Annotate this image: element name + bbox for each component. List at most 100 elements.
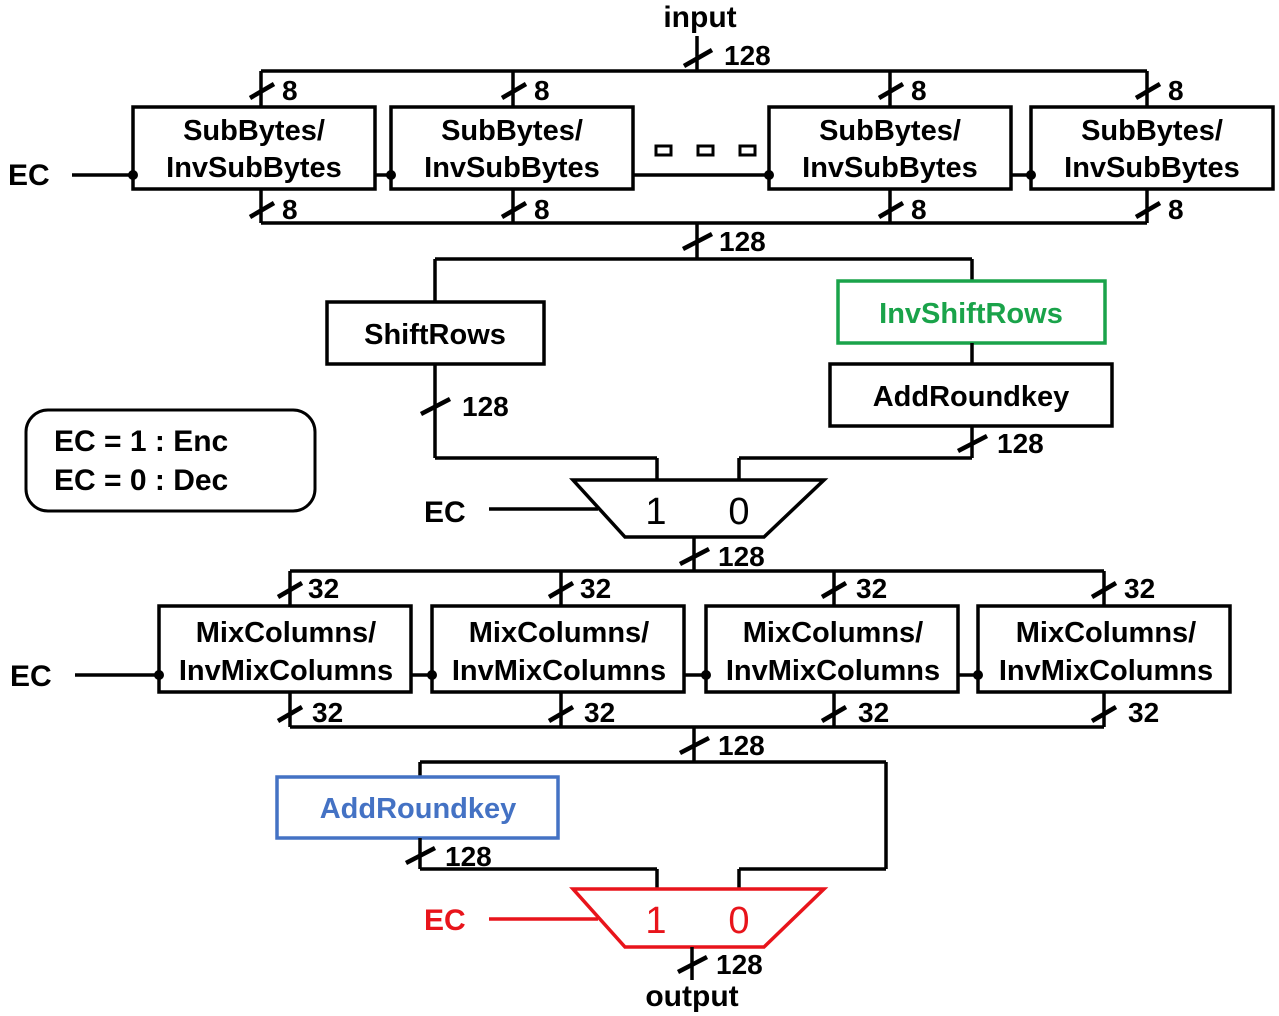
block-label: InvShiftRows <box>879 298 1063 330</box>
ec-label: EC <box>8 159 50 192</box>
bus-width-marker: 8 <box>500 75 550 106</box>
connection-dot <box>764 170 774 180</box>
input-label: input <box>663 1 736 34</box>
block-label: SubBytes/ <box>441 115 583 147</box>
bus-width-marker: 32 <box>1090 697 1159 728</box>
bus-width-marker: 32 <box>276 573 339 604</box>
bus-width-label: 32 <box>580 573 611 604</box>
block-label: MixColumns/ <box>743 617 923 649</box>
bus-width-label: 8 <box>534 75 550 106</box>
connection-dot <box>973 670 983 680</box>
block-label: MixColumns/ <box>1016 617 1196 649</box>
bus-width-marker: 8 <box>248 75 298 106</box>
invshiftrows-block: InvShiftRows <box>836 279 1107 345</box>
block-label: InvSubBytes <box>424 152 600 184</box>
bus-width-label: 32 <box>1124 573 1155 604</box>
mux-input-1: 1 <box>645 900 666 942</box>
bus-width-label: 32 <box>584 697 615 728</box>
bus-width-label: 32 <box>856 573 887 604</box>
bus-tick <box>678 547 711 566</box>
bus-width-label: 32 <box>312 697 343 728</box>
bus-width-marker: 8 <box>877 75 927 106</box>
mixcolumns-block: MixColumns/ InvMixColumns <box>976 604 1232 694</box>
subbytes-block: SubBytes/ InvSubBytes <box>389 105 635 191</box>
bus-width-label: 128 <box>718 730 765 761</box>
bus-width-label: 8 <box>282 194 298 225</box>
connection-dot <box>427 670 437 680</box>
bus-width-marker: 32 <box>820 573 887 604</box>
bus-width-marker: 8 <box>1134 194 1184 225</box>
bus-tick <box>682 48 714 68</box>
connection-dot <box>701 670 711 680</box>
block-label: SubBytes/ <box>1081 115 1223 147</box>
bus-width-label: 32 <box>308 573 339 604</box>
mux-input-0: 0 <box>728 491 749 533</box>
block-label: AddRoundkey <box>873 381 1070 413</box>
bus-width-label: 128 <box>445 841 492 872</box>
bus-width-label: 32 <box>858 697 889 728</box>
block-label: InvMixColumns <box>179 655 393 687</box>
bus-width-label: 8 <box>282 75 298 106</box>
bus-width-label: 8 <box>534 194 550 225</box>
bus-tick <box>678 736 711 755</box>
bus-width-marker: 8 <box>877 194 927 225</box>
legend-line: EC = 0 : Dec <box>54 464 228 497</box>
multiplexer: 1 0 <box>569 478 829 539</box>
bus-width-label: 128 <box>724 40 771 71</box>
bus-width-label: 128 <box>462 391 509 422</box>
subbytes-block: SubBytes/ InvSubBytes <box>1029 105 1275 191</box>
mixcolumns-block: MixColumns/ InvMixColumns <box>704 604 960 694</box>
subbytes-block: SubBytes/ InvSubBytes <box>767 105 1013 191</box>
block-label: InvMixColumns <box>726 655 940 687</box>
ec-label: EC <box>424 904 466 937</box>
bus-width-label: 128 <box>716 949 763 980</box>
connection-dot <box>154 670 164 680</box>
bus-width-label: 8 <box>911 75 927 106</box>
bus-width-marker: 32 <box>276 697 343 728</box>
block-label: InvMixColumns <box>452 655 666 687</box>
bus-width-marker: 8 <box>500 194 550 225</box>
bus-width-label: 128 <box>719 226 766 257</box>
bus-width-label: 8 <box>911 194 927 225</box>
bus-tick <box>956 434 989 453</box>
block-label: SubBytes/ <box>819 115 961 147</box>
subbytes-block: SubBytes/ InvSubBytes <box>131 105 377 191</box>
legend-box: EC = 1 : Enc EC = 0 : Dec <box>24 408 317 513</box>
ec-label: EC <box>424 496 466 529</box>
block-label: InvSubBytes <box>166 152 342 184</box>
output-multiplexer: 1 0 <box>569 887 829 949</box>
bus-width-label: 128 <box>718 541 765 572</box>
bus-tick <box>404 846 437 865</box>
bus-tick <box>676 955 709 974</box>
bus-width-label: 8 <box>1168 75 1184 106</box>
bus-width-label: 32 <box>1128 697 1159 728</box>
bus-width-label: 8 <box>1168 194 1184 225</box>
block-label: ShiftRows <box>364 319 506 351</box>
connection-dot <box>1026 170 1036 180</box>
bus-tick <box>419 397 452 416</box>
shiftrows-block: ShiftRows <box>325 300 546 366</box>
block-label: SubBytes/ <box>183 115 325 147</box>
block-label: InvSubBytes <box>802 152 978 184</box>
ellipsis-icon <box>654 144 757 157</box>
mux-input-0: 0 <box>728 900 749 942</box>
bus-width-label: 128 <box>997 428 1044 459</box>
bus-tick <box>681 232 714 251</box>
bus-width-marker: 32 <box>820 697 889 728</box>
mux-input-1: 1 <box>645 491 666 533</box>
bus-width-marker: 32 <box>547 697 615 728</box>
connection-dot <box>128 170 138 180</box>
block-label: InvMixColumns <box>999 655 1213 687</box>
final-addroundkey-block: AddRoundkey <box>275 775 560 840</box>
mixcolumns-block: MixColumns/ InvMixColumns <box>430 604 686 694</box>
legend-line: EC = 1 : Enc <box>54 425 228 458</box>
connection-dot <box>386 170 396 180</box>
block-label: MixColumns/ <box>196 617 376 649</box>
block-label: MixColumns/ <box>469 617 649 649</box>
output-label: output <box>645 980 738 1013</box>
ec-label: EC <box>10 660 52 693</box>
bus-width-marker: 8 <box>248 194 298 225</box>
bus-width-marker: 32 <box>547 573 611 604</box>
bus-width-marker: 32 <box>1090 573 1155 604</box>
